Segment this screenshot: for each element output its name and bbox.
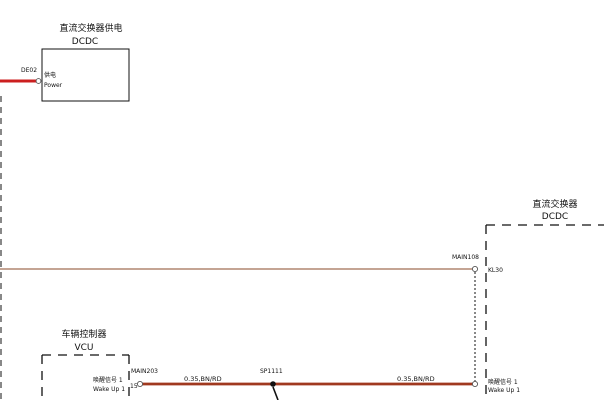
dcdc-block: 直流交换器 DCDC KL30 唤醒信号 1 Wake Up 1	[485, 198, 604, 400]
kl30-wire-group: MAIN108	[0, 254, 479, 382]
splice-branch-wire	[272, 386, 279, 400]
dcdc-title-cn: 直流交换器	[532, 198, 577, 210]
connector-main108-pin	[471, 265, 479, 273]
dcdc-power-pin-label-en: Power	[44, 82, 63, 89]
vcu-block: 车辆控制器 VCU 唤醒信号 1 Wake Up 1 15	[41, 328, 138, 400]
splice-label: SP1111	[260, 368, 283, 375]
vcu-pin-wake-cn: 唤醒信号 1	[93, 376, 123, 384]
dcdc-power-box	[41, 48, 130, 102]
dcdc-pin-kl30: KL30	[488, 267, 503, 274]
dcdc-pin-wake-en: Wake Up 1	[488, 387, 520, 394]
wire-label-left: 0.35,BN/RD	[184, 375, 222, 383]
vcu-pin-number: 15	[130, 383, 138, 390]
dcdc-title-en: DCDC	[542, 212, 568, 222]
dcdc-power-pin-label-cn: 供电	[44, 71, 56, 79]
connector-de02-label: DE02	[21, 67, 37, 74]
connector-main203-pin	[136, 380, 144, 388]
splice-node	[270, 381, 276, 387]
dcdc-power-block: 直流交换器供电 DCDC 供电 Power DE02	[0, 22, 130, 400]
vcu-pin-wake-en: Wake Up 1	[93, 386, 125, 393]
connector-main108-label: MAIN108	[452, 254, 479, 261]
connector-main203-label: MAIN203	[131, 368, 158, 375]
wake-wire-group: MAIN203 0.35,BN/RD 0.35,BN/RD SP1111	[131, 368, 479, 400]
dcdc-power-title-en: DCDC	[72, 37, 98, 47]
connector-de02-pin	[35, 78, 42, 84]
wire-label-right: 0.35,BN/RD	[397, 375, 435, 383]
vcu-title-cn: 车辆控制器	[61, 328, 106, 340]
dcdc-wake-pin	[471, 380, 479, 388]
dcdc-power-title-cn: 直流交换器供电	[59, 22, 122, 34]
vcu-title-en: VCU	[74, 343, 93, 353]
dcdc-pin-wake-cn: 唤醒信号 1	[488, 378, 518, 386]
